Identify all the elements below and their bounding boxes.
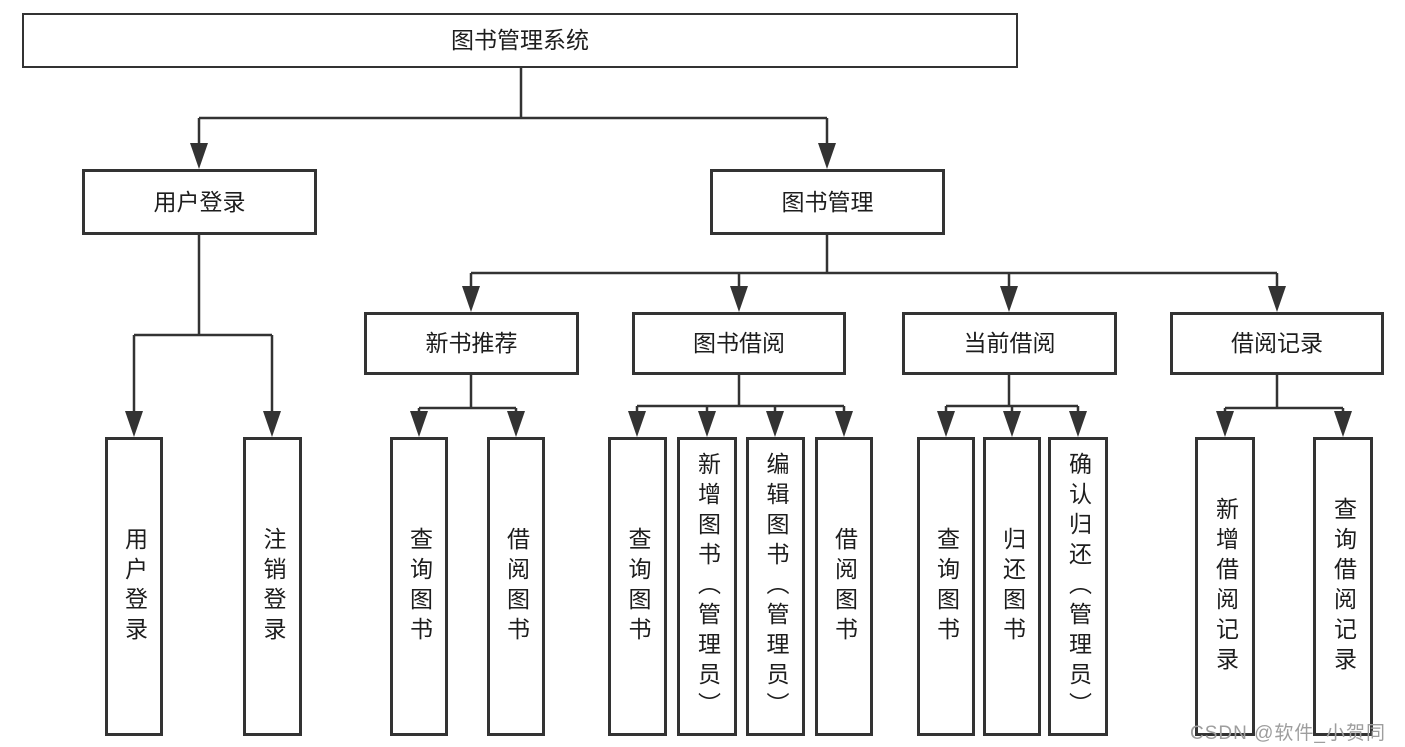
leaf-user-login: 用户登录: [105, 437, 163, 736]
node-system-root: 图书管理系统: [22, 13, 1018, 68]
connector-book-borrow: [635, 375, 846, 416]
leaf-query-books-recommend: 查询图书: [390, 437, 448, 736]
leaf-borrow-books: 借阅图书: [815, 437, 873, 736]
connector-book-management: [469, 235, 1279, 291]
arrowhead: [698, 411, 716, 437]
leaf-user-login-label: 用户登录: [121, 526, 148, 647]
leaf-confirm-return-admin: 确认归还（管理员）: [1048, 437, 1108, 736]
node-new-book-recommend-label: 新书推荐: [425, 330, 518, 356]
leaf-borrow-books-recommend: 借阅图书: [487, 437, 545, 736]
node-system-root-label: 图书管理系统: [451, 27, 589, 53]
leaf-query-books-current: 查询图书: [917, 437, 975, 736]
node-user-login-label: 用户登录: [153, 188, 246, 215]
leaf-add-borrow-record-label: 新增借阅记录: [1212, 496, 1239, 677]
arrowhead: [507, 411, 525, 437]
connector-borrow-records: [1223, 375, 1345, 416]
node-borrow-records-label: 借阅记录: [1231, 330, 1323, 356]
leaf-confirm-return-admin-label: 确认归还（管理员）: [1065, 451, 1092, 722]
arrowhead: [766, 411, 784, 437]
leaf-query-books-borrow-label: 查询图书: [625, 526, 651, 647]
arrowhead: [1268, 286, 1286, 312]
arrowhead: [628, 411, 646, 437]
arrowhead: [818, 143, 836, 169]
node-borrow-records: 借阅记录: [1170, 312, 1384, 375]
connector-user-login: [132, 235, 274, 416]
connector-new-book: [417, 375, 518, 416]
node-book-borrow: 图书借阅: [632, 312, 846, 375]
node-new-book-recommend: 新书推荐: [364, 312, 579, 375]
leaf-add-borrow-record: 新增借阅记录: [1195, 437, 1255, 736]
leaf-return-books-label: 归还图书: [999, 526, 1026, 647]
node-user-login: 用户登录: [82, 169, 317, 235]
arrowhead: [1069, 411, 1087, 437]
arrowhead: [462, 286, 480, 312]
node-book-management-label: 图书管理: [781, 188, 874, 215]
leaf-borrow-books-label: 借阅图书: [831, 526, 858, 647]
arrowhead: [410, 411, 428, 437]
leaf-edit-book-admin: 编辑图书（管理员）: [746, 437, 805, 736]
leaf-query-books-recommend-label: 查询图书: [406, 526, 433, 647]
node-current-borrow: 当前借阅: [902, 312, 1117, 375]
arrowhead: [835, 411, 853, 437]
connector-current-borrow: [944, 375, 1080, 416]
leaf-return-books: 归还图书: [983, 437, 1041, 736]
arrowhead: [1003, 411, 1021, 437]
leaf-query-books-current-label: 查询图书: [933, 526, 960, 647]
node-book-borrow-label: 图书借阅: [693, 330, 785, 356]
leaf-borrow-books-recommend-label: 借阅图书: [503, 526, 530, 647]
arrowhead: [263, 411, 281, 437]
arrowhead: [730, 286, 748, 312]
arrowhead: [125, 411, 143, 437]
leaf-logout: 注销登录: [243, 437, 302, 736]
arrowhead: [1216, 411, 1234, 437]
arrowhead: [937, 411, 955, 437]
leaf-edit-book-admin-label: 编辑图书（管理员）: [763, 451, 789, 722]
leaf-query-borrow-record-label: 查询借阅记录: [1330, 496, 1357, 677]
leaf-logout-label: 注销登录: [260, 526, 286, 647]
csdn-watermark: CSDN @软件_小贺同学: [1190, 723, 1386, 744]
arrowhead: [1000, 286, 1018, 312]
arrowhead: [1334, 411, 1352, 437]
leaf-add-book-admin-label: 新增图书（管理员）: [694, 451, 721, 722]
connector-root: [197, 68, 829, 150]
arrowhead: [190, 143, 208, 169]
node-current-borrow-label: 当前借阅: [963, 330, 1056, 356]
node-book-management: 图书管理: [710, 169, 945, 235]
leaf-query-books-borrow: 查询图书: [608, 437, 667, 736]
leaf-add-book-admin: 新增图书（管理员）: [677, 437, 737, 736]
leaf-query-borrow-record: 查询借阅记录: [1313, 437, 1373, 736]
